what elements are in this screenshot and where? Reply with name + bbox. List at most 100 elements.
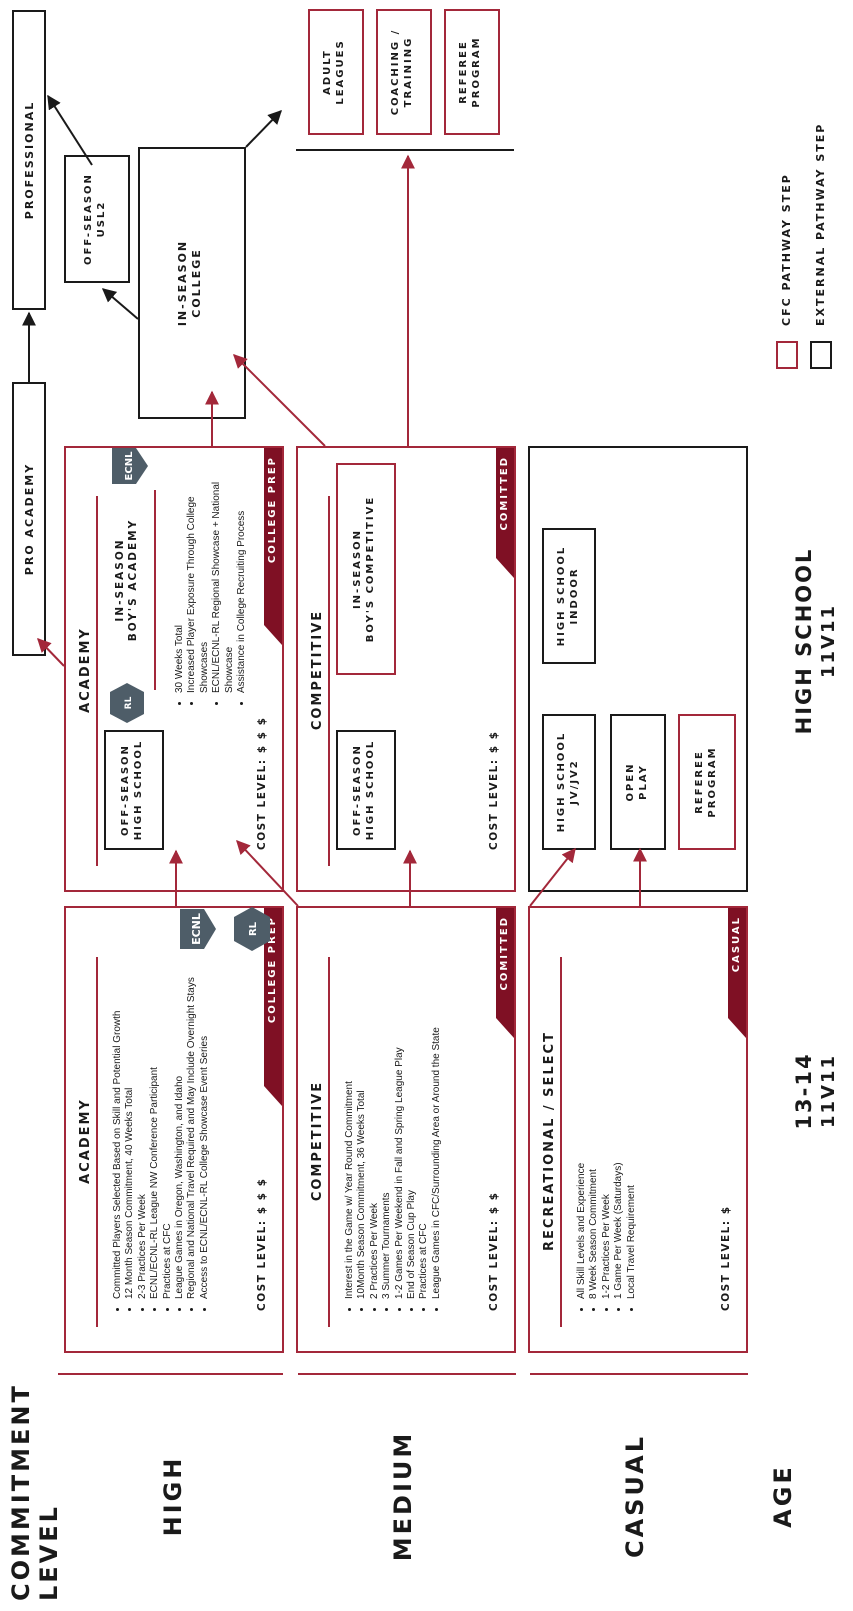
ecnl-rl-text: RL [248,921,259,936]
age-format: 11V11 [817,1053,839,1129]
academy-hs-panel: ACADEMY OFF-SEASON HIGH SCHOOL IN-SEASON… [64,446,284,892]
ecnl-rl-text: RL [124,696,134,709]
open-play-box: OPEN PLAY [610,714,666,850]
panel-title: ACADEMY [78,627,93,713]
competitive-hs-panel: COMPETITIVE OFF-SEASON HIGH SCHOOL IN-SE… [296,446,516,892]
row-separator [298,1373,516,1375]
title-underline [328,496,330,866]
ecnl-text: ECNL [124,451,135,481]
bullet: ECNL/ECNL-RL League NW Conference Partic… [149,919,161,1299]
inseason-boys-competitive-box: IN-SEASON BOY'S COMPETITIVE [336,463,396,675]
panel-title: ACADEMY [78,1098,93,1184]
ecnl-badge: ECNL [108,444,152,488]
bullet: 1-2 Practices Per Week [601,919,613,1299]
offseason-usl2-box: OFF-SEASON USL2 [64,155,130,283]
row-separator [530,1373,748,1375]
recreational-panel: RECREATIONAL / SELECT All Skill Levels a… [528,906,748,1353]
level-high: HIGH [159,1455,187,1537]
ribbon-college-prep: COLLEGE PREP [264,448,282,645]
bullet: Assistance in College Recruiting Process [236,443,248,693]
ribbon-casual: CASUAL [728,908,746,1038]
bullet-list: 30 Weeks Total Increased Player Exposure… [174,443,248,705]
external-divider-line [296,149,514,151]
bullet: Practices at CFC [162,919,174,1299]
bullet-list: All Skill Levels and Experience 8 Week S… [576,919,638,1311]
high-school-options-panel: HIGH SCHOOL JV/JV2 HIGH SCHOOL INDOOR OP… [528,446,748,892]
bullet-list: Committed Players Selected Based on Skil… [112,919,211,1311]
bullet: Committed Players Selected Based on Skil… [112,919,124,1299]
age-value: 13-14 [792,1052,817,1130]
panel-title: RECREATIONAL / SELECT [542,1031,557,1251]
bullet: 3 Summer Tournaments [381,909,393,1299]
arrow [101,288,139,320]
referee-program-box: REFEREE PROGRAM [678,714,736,850]
academy-u14-panel: ACADEMY Committed Players Selected Based… [64,906,284,1353]
age-value: HIGH SCHOOL [792,547,817,735]
inseason-college-box: IN-SEASON COLLEGE [138,147,246,419]
ecnl-rl-badge: RL [108,681,146,725]
ecnl-rl-badge: RL [232,905,272,953]
pro-academy-box: PRO ACADEMY [12,382,46,656]
competitive-u14-panel: COMPETITIVE Interest in the Game w/ Year… [296,906,516,1353]
age-high-school: HIGH SCHOOL 11V11 [765,531,853,751]
panel-title: COMPETITIVE [310,1080,325,1202]
offseason-high-school-box: OFF-SEASON HIGH SCHOOL [104,730,164,850]
referee-program-box: REFEREE PROGRAM [444,9,500,135]
ribbon-committed: COMITTED [496,448,514,578]
panel-title: COMPETITIVE [310,609,325,731]
inseason-underline [154,490,156,690]
arrow [245,109,282,148]
coaching-training-box: COACHING / TRAINING [376,9,432,135]
bullet: End of Season Cup Play [406,909,418,1299]
cost-level: COST LEVEL: $ [720,1205,732,1311]
age-format: 11V11 [817,603,839,679]
inseason-boys-academy: IN-SEASON BOY'S ACADEMY [114,518,140,642]
cost-level: COST LEVEL: $ $ $ [256,1177,268,1311]
level-casual: CASUAL [621,1433,649,1559]
high-school-indoor-box: HIGH SCHOOL INDOOR [542,528,596,664]
title-underline [96,496,98,866]
ecnl-badge: ECNL [176,905,220,953]
title-underline [328,957,330,1327]
cost-level: COST LEVEL: $ $ [488,730,500,851]
ecnl-text: ECNL [190,913,203,945]
title-underline [560,957,562,1327]
cost-level: COST LEVEL: $ $ $ [256,716,268,850]
bullet: Practices at CFC [418,909,430,1299]
legend-external-label: EXTERNAL PATHWAY STEP [814,122,827,326]
bullet: Regional and National Travel Required an… [186,919,198,1299]
bullet: 2-3 Practices Per Week [137,919,149,1299]
cost-level: COST LEVEL: $ $ [488,1191,500,1312]
bullet: 10Month Season Commitment, 36 Weeks Tota… [356,909,368,1299]
legend-cfc-label: CFC PATHWAY STEP [780,173,793,326]
bullet: Local Travel Requirement [626,919,638,1299]
bullet: 8 Week Season Commitment [588,919,600,1299]
title-underline [96,957,98,1327]
bullet: 2 Practices Per Week [369,909,381,1299]
age-13-14: 13-14 11V11 [765,1031,853,1151]
bullet: League Games in Oregon, Washington, and … [174,919,186,1299]
professional-box: PROFESSIONAL [12,10,46,310]
bullet: 1 Game Per Week (Saturdays) [613,919,625,1299]
bullet: ECNL/ECNL-RL Regional Showcase + Nationa… [211,443,236,693]
bullet: 1-2 Games Per Weekend in Fall and Spring… [394,909,406,1299]
level-medium: MEDIUM [389,1430,417,1562]
age-label: AGE [769,1464,797,1528]
bullet-list: Interest in the Game w/ Year Round Commi… [344,909,443,1311]
adult-leagues-box: ADULT LEAGUES [308,9,364,135]
high-school-jv-box: HIGH SCHOOL JV/JV2 [542,714,596,850]
commitment-level-header: COMMITMENT LEVEL [7,1383,63,1601]
bullet: League Games in CFC/Surrounding Area or … [431,909,443,1299]
bullet: Interest in the Game w/ Year Round Commi… [344,909,356,1299]
ribbon-committed: COMITTED [496,908,514,1038]
legend-external-swatch [810,341,832,369]
bullet: Increased Player Exposure Through Colleg… [186,443,211,693]
arrow [233,354,326,447]
bullet: All Skill Levels and Experience [576,919,588,1299]
offseason-high-school-box: OFF-SEASON HIGH SCHOOL [336,730,396,850]
bullet: 12 Month Season Commitment, 40 Weeks Tot… [124,919,136,1299]
bullet: Access to ECNL/ECNL-RL College Showcase … [199,919,211,1299]
bullet: 30 Weeks Total [174,443,186,693]
legend-cfc-swatch [776,341,798,369]
